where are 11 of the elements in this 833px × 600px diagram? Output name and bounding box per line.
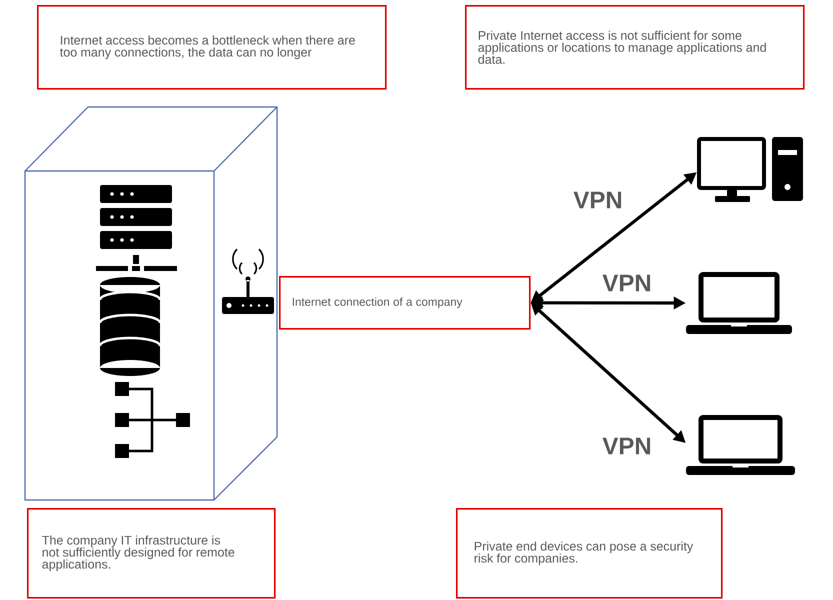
note-box: Private end devices can pose a security risk for companies. — [456, 508, 723, 599]
note-box: Internet connection of a company — [279, 276, 531, 330]
note-box: The company IT infrastructure is not sufficiently designed for remote applications. — [27, 508, 276, 599]
edge-label: VPN — [602, 438, 650, 454]
note-box: Private Internet access is not sufficient for some applications or locations to manage applications and data. — [465, 5, 805, 90]
laptop-icon — [686, 272, 792, 334]
laptop-icon — [686, 415, 795, 475]
desktop-computer-icon — [697, 137, 803, 202]
edge-label: VPN — [602, 274, 650, 292]
note-box: Internet access becomes a bottleneck when there are too many connections, the data can no longer — [37, 5, 387, 90]
edge-label: VPN — [574, 192, 622, 208]
